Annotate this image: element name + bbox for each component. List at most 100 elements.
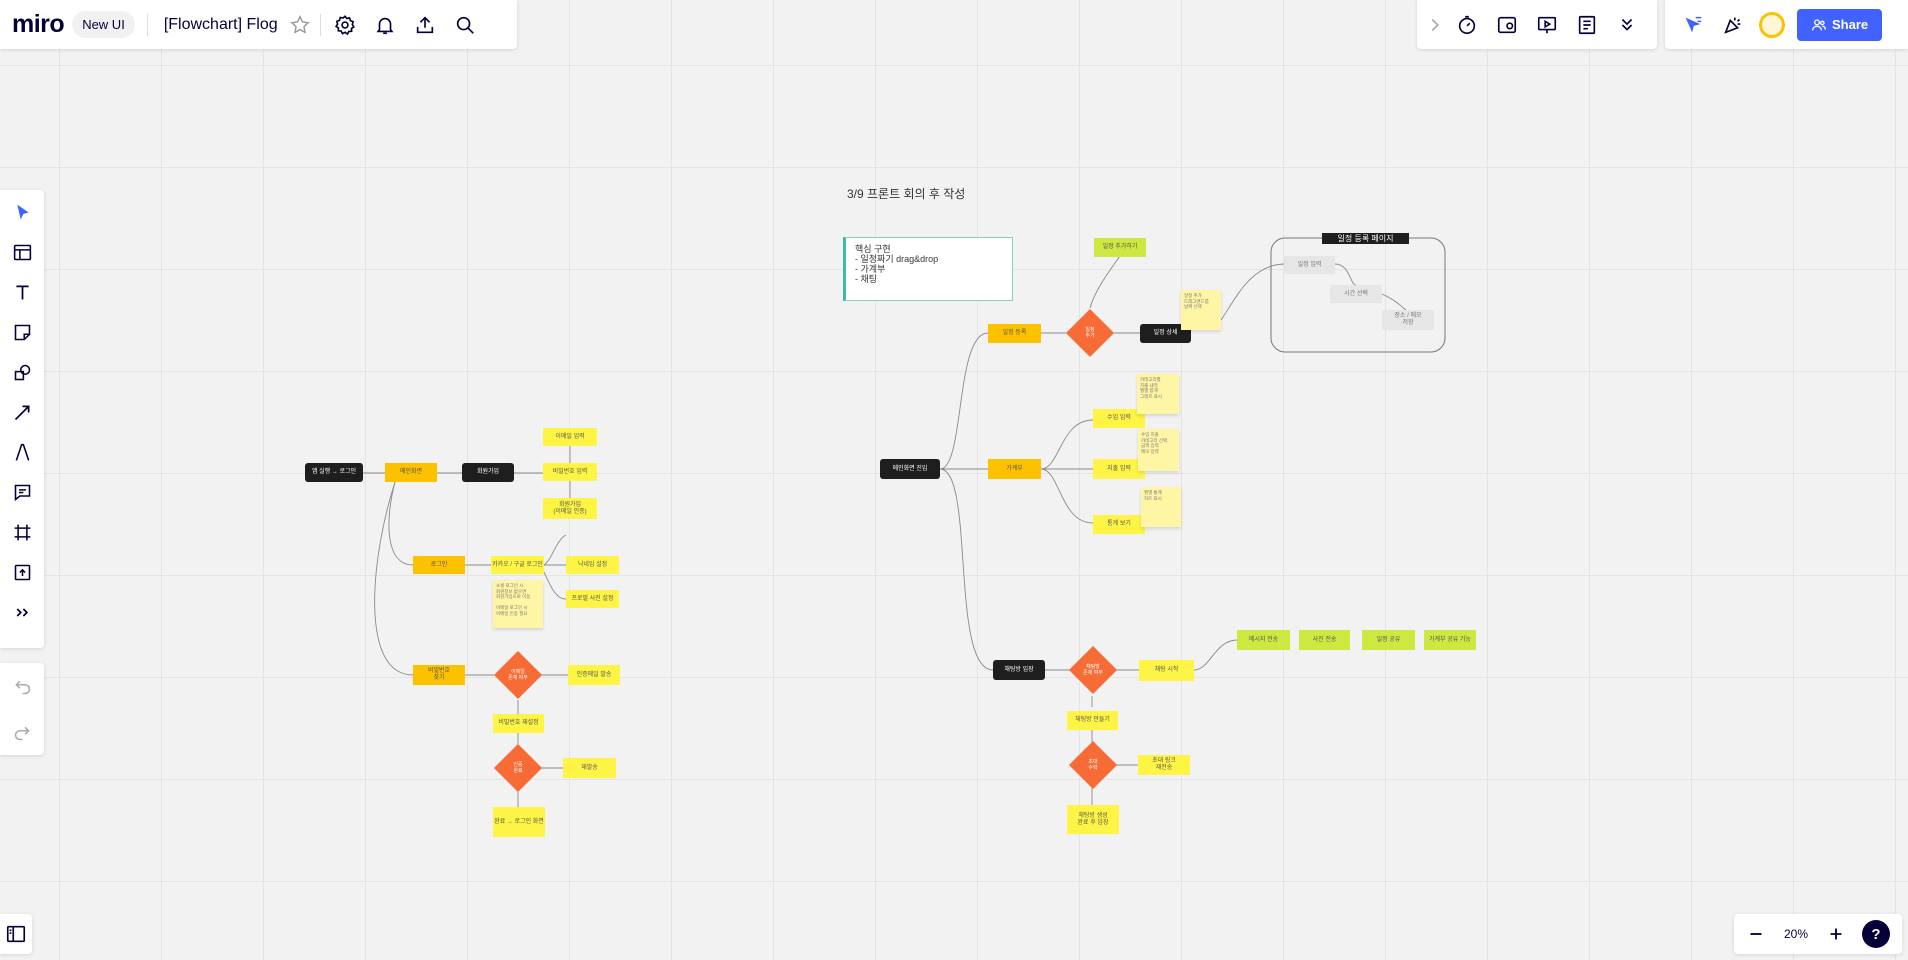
flow-start-node[interactable]: 앱 실행 → 로그인 — [305, 463, 363, 482]
more-tools[interactable] — [2, 592, 42, 632]
flow-node[interactable]: 가계부 공유 기능 — [1424, 630, 1476, 650]
flow-node[interactable]: 초대 링크 재전송 — [1138, 755, 1190, 775]
flow-node[interactable]: 회원가입 — [462, 463, 514, 482]
text-tool[interactable] — [2, 272, 42, 312]
note-line: - 일정짜기 drag&drop — [855, 254, 939, 264]
board-heading[interactable]: 3/9 프론트 회의 후 작성 — [847, 187, 966, 201]
more-icon[interactable] — [1611, 9, 1643, 41]
cursor-follow-icon[interactable] — [1677, 9, 1709, 41]
flow-node[interactable]: 로그인 — [413, 556, 465, 574]
present-icon[interactable] — [1531, 9, 1563, 41]
flow-node[interactable]: 인증메일 발송 — [568, 665, 620, 685]
flow-node[interactable]: 통계 보기 — [1093, 515, 1145, 534]
flow-node[interactable]: 사진 전송 — [1299, 630, 1350, 650]
miro-logo[interactable]: miro — [12, 10, 65, 38]
flow-node[interactable]: 일정 추가하기 — [1094, 238, 1146, 257]
decision-label: 일정 추가 — [1085, 327, 1095, 339]
chevron-right-icon[interactable] — [1423, 9, 1447, 41]
star-icon[interactable] — [284, 9, 316, 41]
zoom-level[interactable]: 20% — [1783, 927, 1809, 941]
flow-node[interactable]: 메시지 전송 — [1237, 630, 1290, 650]
sticky-note[interactable]: 수입 지출 카테고리 선택 금액 입력 메모 입력 — [1138, 429, 1179, 471]
sidebar-panel-icon — [5, 923, 27, 945]
flow-node[interactable]: 지출 입력 — [1093, 459, 1145, 479]
sticky-note[interactable]: 카테고리별 지출 내역 월별 합계 그래프 표시 — [1137, 374, 1179, 414]
celebrate-icon[interactable] — [1717, 9, 1749, 41]
flow-node[interactable]: 채팅방 입장 — [993, 660, 1045, 680]
flow-node[interactable]: 일정 상세 — [1140, 324, 1191, 343]
share-label: Share — [1832, 17, 1869, 32]
settings-icon[interactable] — [329, 9, 361, 41]
shapes-tool[interactable] — [2, 352, 42, 392]
zoom-bar: 20% ? — [1734, 914, 1902, 954]
note-title: 핵심 구현 — [855, 244, 891, 254]
divider — [146, 13, 148, 36]
help-icon: ? — [1871, 925, 1881, 943]
undo-icon[interactable] — [2, 666, 42, 706]
flow-node[interactable]: 채팅방 만들기 — [1067, 711, 1118, 730]
note-card[interactable]: 핵심 구현 - 일정짜기 drag&drop - 가계부 - 채팅 — [843, 237, 1013, 301]
flow-node[interactable]: 채팅방 생성 완료 후 입장 — [1067, 805, 1119, 834]
decision-label: 채팅방 존재 여부 — [1083, 664, 1103, 676]
new-ui-badge[interactable]: New UI — [72, 11, 135, 38]
user-avatar[interactable] — [1759, 11, 1785, 38]
flow-node[interactable]: 일정 공유 — [1362, 630, 1415, 650]
sticky-note[interactable]: 일정 추가 드래그앤드롭 날짜 선택 — [1181, 290, 1221, 330]
share-button[interactable]: Share — [1797, 8, 1883, 41]
flow-start-node[interactable]: 메인화면 진입 — [880, 459, 940, 479]
board-title[interactable]: [Flowchart] Flog — [163, 15, 278, 33]
comment-tool[interactable] — [2, 472, 42, 512]
board-list-toggle[interactable] — [0, 914, 32, 954]
frame-title[interactable]: 일정 등록 페이지 — [1322, 233, 1409, 244]
redo-icon[interactable] — [2, 712, 42, 752]
flow-node[interactable]: 이메일 입력 — [543, 428, 597, 446]
left-toolbar — [0, 190, 44, 648]
zoom-in-icon[interactable] — [1820, 918, 1852, 950]
notes-icon[interactable] — [1571, 9, 1603, 41]
collab-bar: Share — [1665, 0, 1908, 49]
flow-node[interactable]: 가계부 — [988, 459, 1041, 479]
frame-step[interactable]: 장소 / 메모 저장 — [1382, 310, 1434, 330]
upload-tool[interactable] — [2, 552, 42, 592]
upload-icon[interactable] — [409, 9, 441, 41]
people-icon — [1811, 17, 1827, 33]
video-icon[interactable] — [1491, 9, 1523, 41]
divider — [319, 13, 321, 36]
select-tool[interactable] — [2, 192, 42, 232]
flow-node[interactable]: 완료 → 로그인 화면 — [493, 807, 545, 837]
top-right-toolbar — [1417, 0, 1657, 49]
decision-label: 초대 수락 — [1088, 759, 1098, 771]
undo-redo-bar — [0, 663, 44, 755]
sticky-note-tool[interactable] — [2, 312, 42, 352]
note-line: - 채팅 — [855, 274, 878, 284]
flow-node[interactable]: 일정 등록 — [988, 324, 1041, 343]
flow-node[interactable]: 프로필 사진 설정 — [566, 590, 619, 608]
frame-step[interactable]: 시간 선택 — [1330, 285, 1382, 303]
flow-node[interactable]: 메인화면 — [385, 463, 437, 482]
help-button[interactable]: ? — [1862, 920, 1890, 948]
decision-label: 이메일 존재 여부 — [508, 669, 528, 681]
frame-step[interactable]: 일정 입력 — [1284, 256, 1335, 274]
flow-node[interactable]: 채팅 시작 — [1139, 660, 1194, 681]
flow-node[interactable]: 비밀번호 찾기 — [413, 665, 465, 685]
flow-node[interactable]: 재발송 — [563, 758, 616, 778]
frame-tool[interactable] — [2, 512, 42, 552]
flow-node[interactable]: 카카오 / 구글 로그인 — [491, 556, 544, 574]
flow-node[interactable]: 비밀번호 재설정 — [493, 714, 544, 733]
pen-tool[interactable] — [2, 432, 42, 472]
search-icon[interactable] — [449, 9, 481, 41]
flow-node[interactable]: 닉네임 설정 — [566, 556, 619, 574]
templates-tool[interactable] — [2, 232, 42, 272]
top-left-bar: miro New UI [Flowchart] Flog — [0, 0, 517, 49]
sticky-note[interactable]: 소셜 로그인 시 회원정보 없으면 회원가입으로 이동 이메일 로그인 시 이메… — [493, 580, 543, 628]
flow-node[interactable]: 수입 입력 — [1093, 409, 1145, 428]
connection-line-tool[interactable] — [2, 392, 42, 432]
bell-icon[interactable] — [369, 9, 401, 41]
sticky-note[interactable]: 월별 통계 차트 표시 — [1141, 487, 1181, 527]
flow-node[interactable]: 비밀번호 입력 — [543, 463, 597, 481]
timer-icon[interactable] — [1451, 9, 1483, 41]
zoom-out-icon[interactable] — [1740, 918, 1772, 950]
flow-node[interactable]: 회원가입 (이메일 인증) — [543, 498, 597, 519]
decision-label: 인증 완료 — [513, 762, 523, 774]
